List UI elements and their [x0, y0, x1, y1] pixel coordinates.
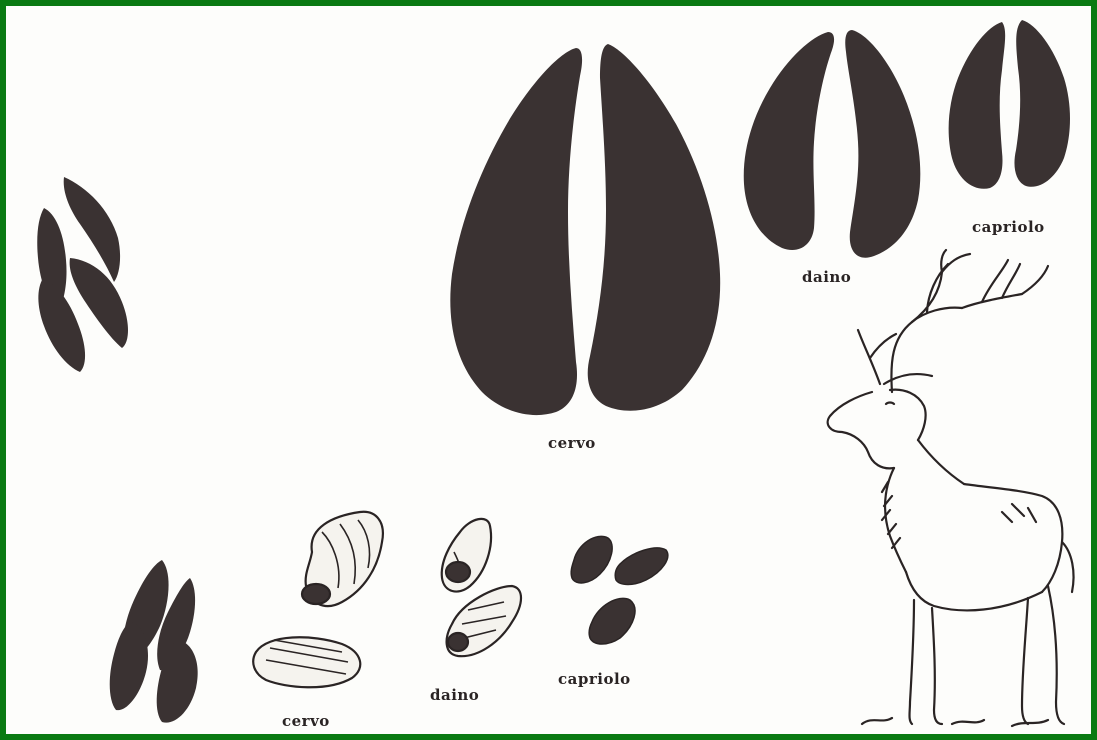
hoofprint-daino [744, 30, 921, 258]
hoofprint-capriolo [949, 20, 1070, 189]
label-dropping-daino: daino [430, 686, 479, 704]
label-dropping-cervo: cervo [282, 712, 330, 730]
hoofprint-gallop-top [37, 177, 128, 372]
label-track-cervo: cervo [548, 434, 596, 452]
droppings-daino [442, 519, 521, 656]
hoofprint-cervo [450, 44, 720, 415]
label-dropping-capriolo: capriolo [558, 670, 631, 688]
droppings-capriolo [571, 536, 668, 644]
label-track-capriolo: capriolo [972, 218, 1045, 236]
droppings-cervo [253, 512, 383, 687]
illustration-canvas [12, 12, 1097, 740]
label-track-daino: daino [802, 268, 851, 286]
hoofprint-gallop-bottom [110, 560, 198, 723]
stag-illustration [828, 250, 1074, 726]
